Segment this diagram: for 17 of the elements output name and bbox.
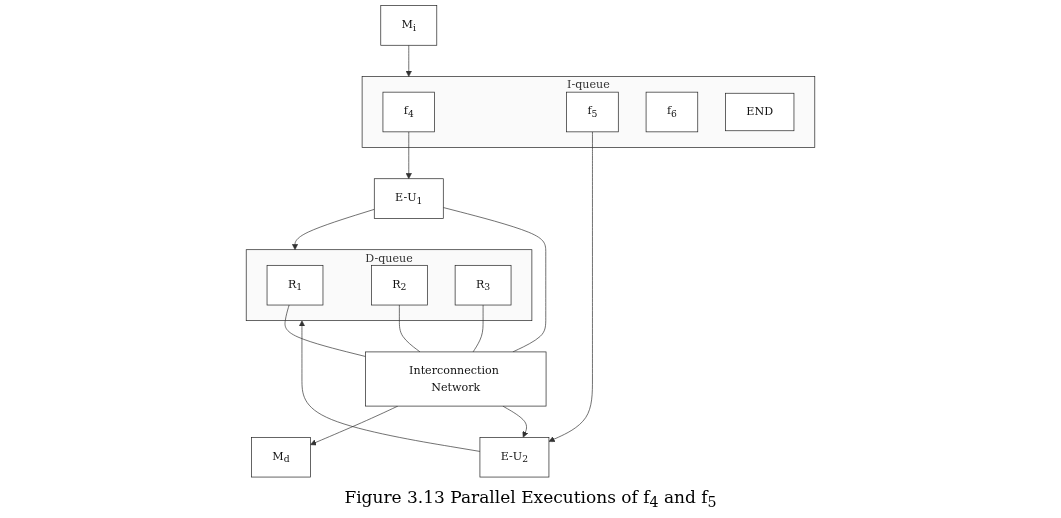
node-box: f$_{4}$ — [382, 91, 435, 133]
connector — [284, 304, 366, 357]
node-box: M$_{d}$ — [251, 437, 311, 478]
connector — [399, 304, 421, 353]
node-box: Interconnection Network — [365, 351, 547, 407]
node-box: f$_{6}$ — [645, 91, 699, 133]
node-box: f$_{5}$ — [566, 91, 619, 133]
node-box: R$_{3}$ — [454, 265, 512, 306]
connector — [472, 304, 484, 353]
connector — [442, 207, 547, 353]
node-box: R$_{2}$ — [371, 265, 428, 306]
node-box: R$_{1}$ — [266, 265, 324, 306]
node-box: M$_{i}$ — [380, 5, 438, 46]
node-box: END — [725, 92, 795, 132]
node-box: E-U$_{2}$ — [479, 437, 550, 478]
node-box: E-U$_{1}$ — [373, 178, 444, 219]
figure-caption: Figure 3.13 Parallel Executions of f$_{4}$ and f$_{5}$ — [344, 485, 717, 512]
